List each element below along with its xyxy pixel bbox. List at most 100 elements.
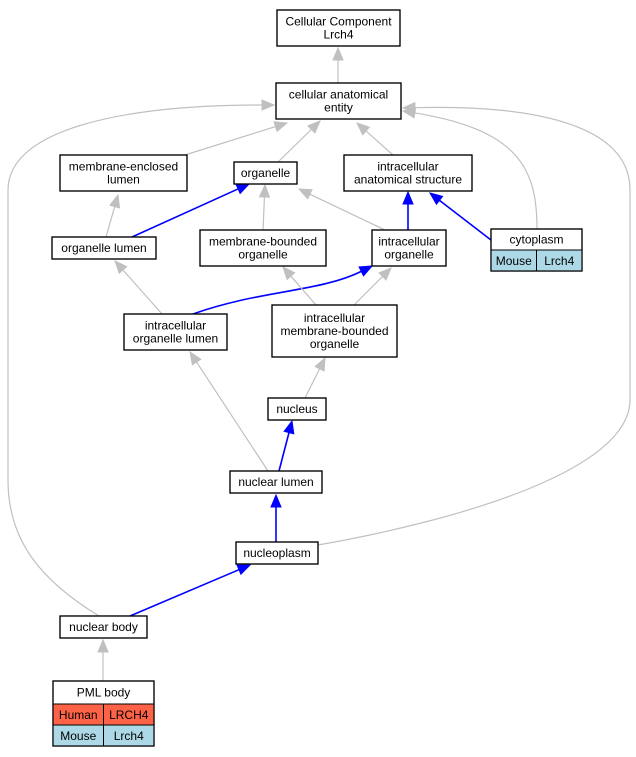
node-label: organelle <box>384 248 434 262</box>
node-border <box>343 154 473 192</box>
arrowhead <box>314 356 326 372</box>
edge-line <box>365 130 394 156</box>
edge-line <box>129 568 240 617</box>
edge-line <box>317 106 631 546</box>
arrowhead <box>428 192 444 206</box>
node-label: membrane-bounded <box>209 235 317 249</box>
arrowhead <box>109 193 121 209</box>
edge-orglum-to-mel <box>105 193 121 238</box>
species-name: Mouse <box>60 729 96 743</box>
node-label: nucleus <box>276 402 317 416</box>
edge-mbo-to-org <box>258 183 271 231</box>
edge-cae-to-root <box>332 46 344 83</box>
edge-nuclum-to-iol <box>189 350 269 472</box>
node-label: entity <box>324 101 353 115</box>
edge-iol-to-orglum <box>114 260 163 315</box>
edge-nuclum-to-nuc <box>278 419 295 472</box>
gene-symbol: Lrch4 <box>114 729 144 743</box>
arrowhead <box>378 267 392 281</box>
arrowhead <box>258 183 271 198</box>
node-border <box>371 229 447 267</box>
edges-layer <box>7 46 631 681</box>
edge-nucbody-to-nucpl <box>129 564 252 617</box>
edge-nucbody-to-cae <box>7 99 276 617</box>
node-border <box>199 229 327 267</box>
node-nucpl[interactable]: nucleoplasm <box>235 541 319 565</box>
arrowhead <box>402 190 414 205</box>
edge-line <box>290 275 317 306</box>
node-border <box>275 82 402 120</box>
edge-line <box>196 361 269 472</box>
edge-imbo-to-io <box>353 267 392 306</box>
arrowhead <box>189 350 202 366</box>
edge-line <box>278 432 290 472</box>
arrowhead <box>270 493 282 508</box>
edge-line <box>105 206 116 238</box>
arrowhead <box>282 266 296 281</box>
edge-line <box>277 128 312 163</box>
node-label: nuclear lumen <box>238 475 313 489</box>
edge-line <box>304 368 321 399</box>
edge-ias-to-cae <box>356 122 394 156</box>
node-nuclum[interactable]: nuclear lumen <box>229 470 323 494</box>
node-label: organelle lumen <box>133 332 218 346</box>
node-border <box>59 615 148 639</box>
arrowhead <box>97 638 109 653</box>
species-row-mouse: Mouse Lrch4 <box>52 724 155 747</box>
edge-line <box>184 126 276 156</box>
node-label: PML body <box>77 686 131 700</box>
gene-symbol: Lrch4 <box>544 254 574 268</box>
arrowhead <box>332 46 344 61</box>
edge-org-to-cae <box>277 120 321 163</box>
node-label: intracellular <box>378 235 439 249</box>
edge-line <box>309 193 386 231</box>
node-box <box>343 154 473 192</box>
arrowhead <box>235 183 251 195</box>
node-label: Cellular Component <box>285 15 392 29</box>
arrowhead <box>401 101 416 114</box>
node-label: cytoplasm <box>509 233 563 247</box>
edge-io-to-ias <box>402 190 414 230</box>
node-border <box>271 304 398 358</box>
node-border <box>267 397 327 421</box>
node-label: organelle <box>238 248 288 262</box>
arrowhead <box>261 99 276 111</box>
node-label: cellular anatomical <box>289 88 388 102</box>
node-nuc[interactable]: nucleus <box>267 397 327 421</box>
edge-pml-to-nucbody <box>97 638 109 681</box>
edge-line <box>7 104 263 617</box>
node-orglum[interactable]: organelle lumen <box>51 236 157 260</box>
arrowhead <box>356 122 371 136</box>
node-org[interactable]: organelle <box>233 161 298 185</box>
edge-line <box>122 269 163 315</box>
node-border <box>229 470 323 494</box>
node-label: lumen <box>107 173 140 187</box>
edge-line <box>439 199 492 241</box>
arrowhead <box>236 564 252 576</box>
edge-nucpl-to-cae <box>317 101 631 546</box>
arrowhead <box>273 121 289 133</box>
node-label: membrane-bounded <box>280 324 388 338</box>
node-label: intracellular <box>145 319 206 333</box>
arrowhead <box>114 260 128 275</box>
arrowhead <box>283 419 295 435</box>
node-label: nucleoplasm <box>243 546 310 560</box>
node-label: organelle <box>241 166 291 180</box>
edge-orglum-to-org <box>131 183 251 238</box>
node-nucbody[interactable]: nuclear body <box>59 615 148 639</box>
species-name: Human <box>59 708 98 722</box>
node-border <box>276 9 401 47</box>
arrowhead <box>358 265 374 277</box>
